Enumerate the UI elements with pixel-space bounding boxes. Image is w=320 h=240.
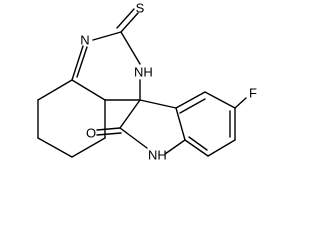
bond	[71, 79, 106, 101]
bond	[164, 139, 186, 155]
bond	[204, 91, 236, 109]
bond	[179, 98, 206, 114]
bond	[71, 137, 106, 158]
bond	[234, 97, 247, 109]
bond	[120, 31, 141, 65]
bond	[116, 8, 135, 29]
benzene-ring	[175, 91, 247, 157]
bond	[119, 127, 148, 149]
carbonyl-oxygen-label: O	[86, 126, 96, 141]
pyrimidine-ring	[71, 8, 141, 101]
structure-canvas: S N NH F O NH	[37, 1, 257, 163]
bond	[120, 12, 139, 33]
cyclohexane-ring	[37, 79, 106, 158]
bond	[76, 46, 88, 78]
bond	[37, 79, 73, 101]
fluorine-atom-label: F	[249, 86, 257, 101]
bond	[37, 137, 73, 158]
bond	[119, 99, 141, 129]
bond	[184, 139, 209, 157]
bond	[96, 132, 122, 136]
bond	[175, 107, 186, 141]
amide-nh-label-bottom: NH	[148, 148, 167, 163]
molecule-structure: S N NH F O NH	[37, 1, 257, 163]
bond	[175, 91, 206, 109]
bond	[188, 136, 208, 151]
sulfur-atom-label: S	[136, 1, 145, 16]
bond	[96, 127, 121, 131]
bond	[139, 99, 177, 109]
indolinone-ring	[96, 99, 186, 155]
imine-nitrogen-label: N	[80, 33, 89, 48]
bond	[71, 45, 84, 81]
amine-nh-label-top: NH	[134, 65, 153, 80]
bond	[92, 31, 122, 41]
bond	[207, 139, 236, 157]
